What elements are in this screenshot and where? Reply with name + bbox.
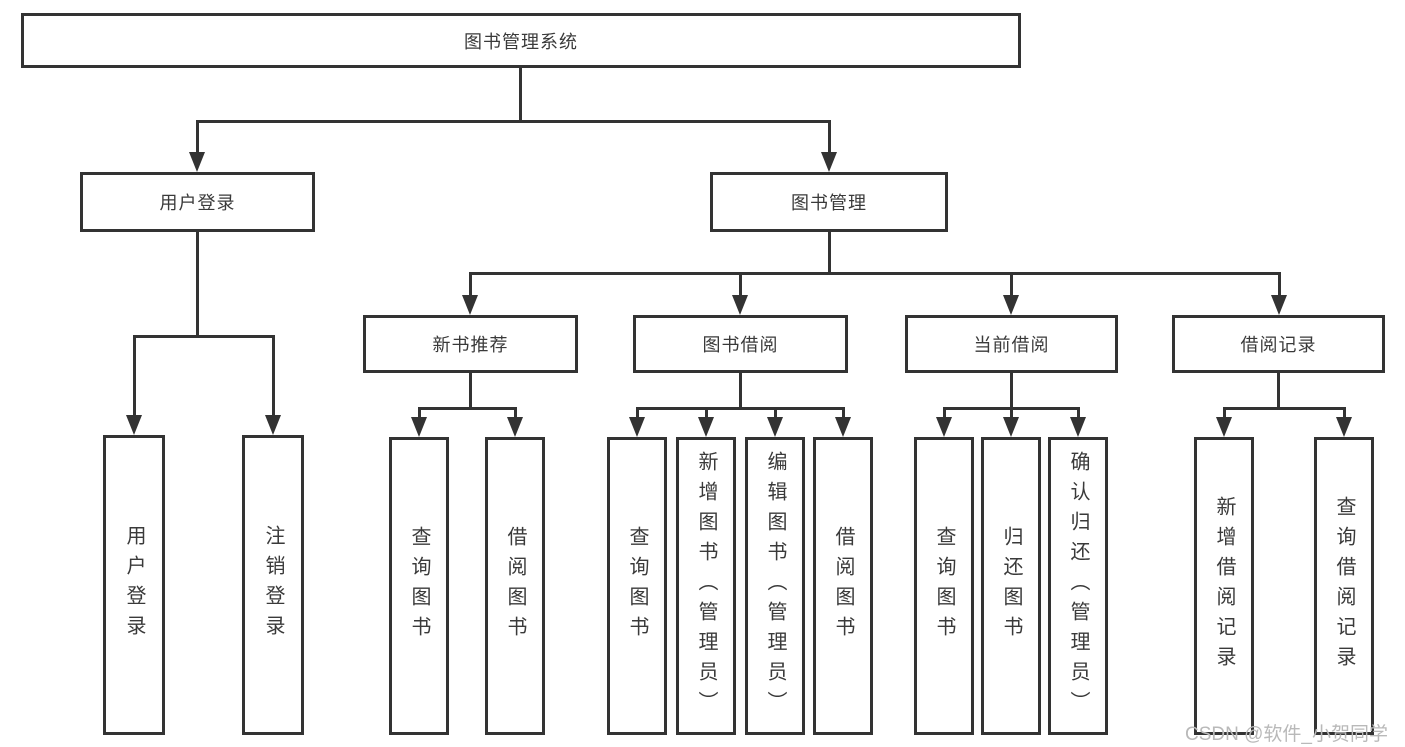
connector-bus — [418, 407, 517, 410]
arrowhead — [189, 152, 205, 172]
leaf-cb-query-books-label: 查询图书 — [933, 526, 955, 646]
leaf-rec-borrow-books: 借阅图书 — [485, 437, 545, 735]
leaf-rec-borrow-books-label: 借阅图书 — [504, 526, 526, 646]
arrowhead — [732, 295, 748, 315]
connector-drop — [514, 407, 517, 417]
leaf-cb-query-books: 查询图书 — [914, 437, 974, 735]
leaf-rk-query-record-label: 查询借阅记录 — [1333, 496, 1355, 676]
leaf-rk-add-record: 新增借阅记录 — [1194, 437, 1254, 735]
leaf-bb-add-books: 新增图书（管理员） — [676, 437, 736, 735]
leaf-user-login-label: 用户登录 — [123, 525, 145, 645]
leaf-user-login: 用户登录 — [103, 435, 165, 735]
csdn-watermark: CSDN @软件_小贺同学 — [1185, 724, 1388, 745]
arrowhead — [1271, 295, 1287, 315]
arrowhead — [629, 417, 645, 437]
leaf-logout-label: 注销登录 — [262, 525, 284, 645]
arrowhead — [698, 417, 714, 437]
leaf-rk-query-record: 查询借阅记录 — [1314, 437, 1374, 735]
connector-stem — [1010, 373, 1013, 407]
leaf-cb-return-books-label: 归还图书 — [1000, 526, 1022, 646]
connector-stem — [739, 373, 742, 407]
connector-bus — [133, 335, 275, 338]
node-new-rec-label: 新书推荐 — [432, 335, 509, 355]
connector-drop — [272, 335, 275, 415]
arrowhead — [1003, 295, 1019, 315]
leaf-bb-borrow-books: 借阅图书 — [813, 437, 873, 735]
arrowhead — [767, 417, 783, 437]
leaf-cb-confirm-return: 确认归还（管理员） — [1048, 437, 1108, 735]
connector-bus — [469, 272, 1281, 275]
node-book-mgmt: 图书管理 — [710, 172, 948, 232]
node-root: 图书管理系统 — [21, 13, 1021, 68]
arrowhead — [1003, 417, 1019, 437]
connector-drop — [133, 335, 136, 415]
leaf-bb-add-books-label: 新增图书（管理员） — [695, 451, 717, 721]
connector-drop — [739, 272, 742, 295]
node-borrow-records: 借阅记录 — [1172, 315, 1385, 373]
node-book-mgmt-label: 图书管理 — [791, 193, 867, 213]
arrowhead — [507, 417, 523, 437]
node-book-borrow: 图书借阅 — [633, 315, 848, 373]
node-user-login-label: 用户登录 — [159, 193, 236, 213]
connector-drop — [636, 407, 639, 417]
leaf-cb-return-books: 归还图书 — [981, 437, 1041, 735]
arrowhead — [265, 415, 281, 435]
connector-bus — [196, 120, 831, 123]
connector-drop — [196, 120, 199, 152]
arrowhead — [936, 417, 952, 437]
node-borrow-records-label: 借阅记录 — [1240, 335, 1317, 355]
arrowhead — [1336, 417, 1352, 437]
leaf-bb-borrow-books-label: 借阅图书 — [832, 526, 854, 646]
connector-drop — [418, 407, 421, 417]
node-root-label: 图书管理系统 — [464, 31, 578, 52]
arrowhead — [821, 152, 837, 172]
connector-drop — [828, 120, 831, 152]
leaf-logout: 注销登录 — [242, 435, 304, 735]
connector-bus — [1223, 407, 1346, 410]
connector-drop — [1010, 407, 1013, 417]
connector-drop — [1223, 407, 1226, 417]
leaf-bb-edit-books-label: 编辑图书（管理员） — [764, 451, 786, 721]
connector-stem — [469, 373, 472, 407]
connector-drop — [1077, 407, 1080, 417]
connector-drop — [943, 407, 946, 417]
connector-drop — [469, 272, 472, 295]
node-current-borrow-label: 当前借阅 — [973, 335, 1050, 355]
connector-stem — [828, 232, 831, 272]
node-user-login: 用户登录 — [80, 172, 315, 232]
node-current-borrow: 当前借阅 — [905, 315, 1118, 373]
arrowhead — [126, 415, 142, 435]
connector-drop — [842, 407, 845, 417]
connector-drop — [705, 407, 708, 417]
node-book-borrow-label: 图书借阅 — [702, 335, 779, 355]
node-new-rec: 新书推荐 — [363, 315, 578, 373]
connector-stem — [1277, 373, 1280, 407]
connector-drop — [1278, 272, 1281, 295]
arrowhead — [835, 417, 851, 437]
leaf-bb-query-books: 查询图书 — [607, 437, 667, 735]
arrowhead — [1070, 417, 1086, 437]
connector-drop — [1010, 272, 1013, 295]
leaf-bb-edit-books: 编辑图书（管理员） — [745, 437, 805, 735]
arrowhead — [1216, 417, 1232, 437]
arrowhead — [411, 417, 427, 437]
leaf-bb-query-books-label: 查询图书 — [626, 526, 648, 646]
connector-drop — [1343, 407, 1346, 417]
leaf-rec-query-books: 查询图书 — [389, 437, 449, 735]
leaf-rk-add-record-label: 新增借阅记录 — [1213, 496, 1235, 676]
connector-stem — [196, 232, 199, 335]
connector-drop — [774, 407, 777, 417]
leaf-cb-confirm-return-label: 确认归还（管理员） — [1067, 451, 1089, 721]
arrowhead — [462, 295, 478, 315]
leaf-rec-query-books-label: 查询图书 — [408, 526, 430, 646]
connector-bus — [636, 407, 845, 410]
connector-stem — [519, 68, 522, 120]
